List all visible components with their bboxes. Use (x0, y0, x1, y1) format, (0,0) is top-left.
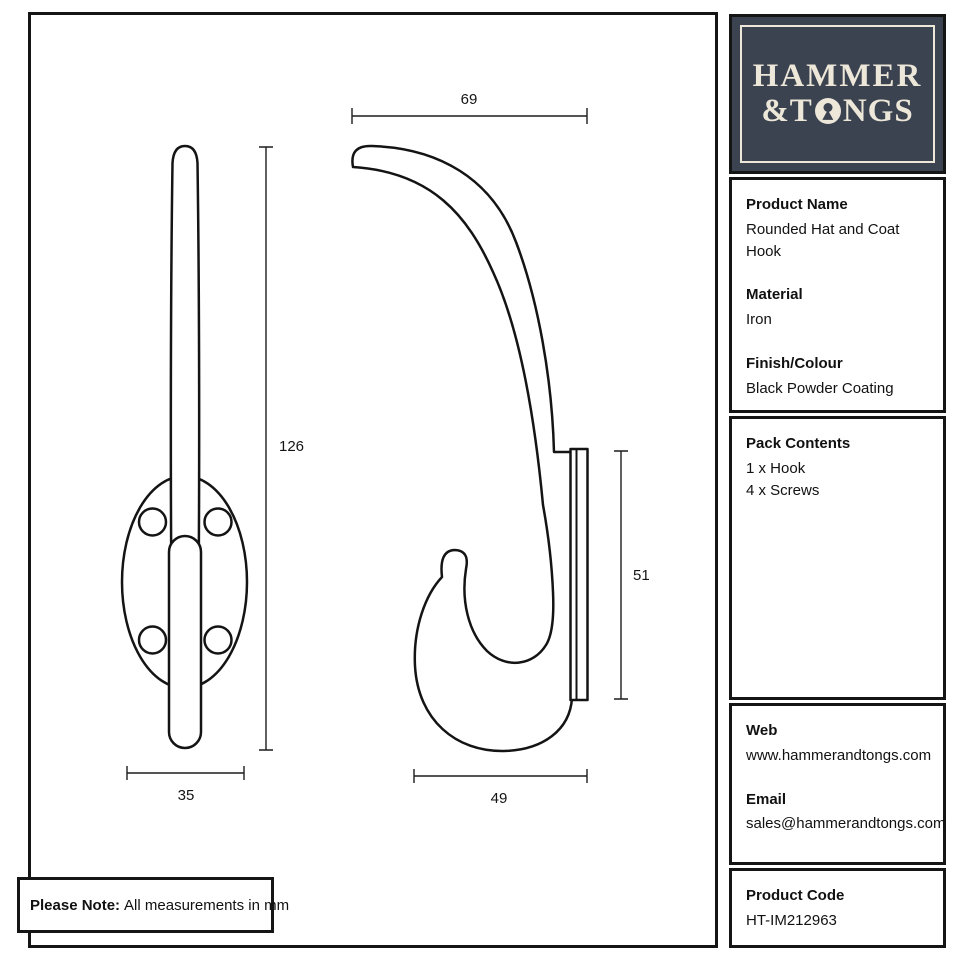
logo-inner-frame: HAMMER &T NGS (740, 25, 935, 163)
product-specs-panel: Product Name Rounded Hat and Coat Hook M… (729, 177, 946, 413)
dimension-front-height: 126 (279, 438, 304, 455)
email-value: sales@hammerandtongs.com (746, 815, 946, 833)
dimension-line-side-depth (351, 108, 588, 124)
pack-contents-panel: Pack Contents 1 x Hook 4 x Screws (729, 416, 946, 700)
front-hook-tip (167, 534, 203, 750)
contact-panel: Web www.hammerandtongs.com Email sales@h… (729, 703, 946, 865)
logo-text-tongs: &T NGS (761, 93, 913, 129)
screw-hole-bottom-left (137, 625, 168, 655)
finish-label: Finish/Colour (746, 354, 843, 372)
note-label: Please Note: (30, 896, 121, 914)
product-code-label: Product Code (746, 887, 845, 904)
side-backplate (569, 447, 589, 702)
product-name-label: Product Name (746, 196, 848, 213)
note-text: All measurements in mm (124, 896, 290, 914)
product-name-value: Rounded Hat and Coat Hook (746, 220, 900, 260)
keyhole-glyph (822, 103, 834, 120)
material-group: Material Iron (746, 284, 929, 331)
product-code-value: HT-IM212963 (746, 911, 837, 929)
logo-ngs: NGS (842, 93, 914, 130)
side-view-drawing (351, 144, 589, 753)
dimension-lines: 69 126 35 51 49 (126, 91, 650, 807)
web-group: Web www.hammerandtongs.com (746, 720, 932, 767)
pack-contents-group: Pack Contents 1 x Hook 4 x Screws (746, 433, 929, 501)
dimension-front-width: 35 (178, 787, 195, 804)
front-hook-arm (169, 144, 201, 602)
front-view-drawing (120, 144, 249, 750)
measurement-note: Please Note: All measurements in mm (17, 877, 289, 933)
email-label: Email (746, 790, 787, 808)
dimension-line-plate-height (614, 450, 628, 700)
dimension-plate-height: 51 (633, 567, 650, 584)
pack-item: 1 x Hook (746, 459, 806, 477)
side-hook-profile (351, 144, 574, 753)
product-code-group: Product Code HT-IM212963 (746, 885, 929, 932)
email-group: Email sales@hammerandtongs.com (746, 789, 946, 836)
dimension-line-front-height (259, 146, 273, 751)
logo-ampersand-t: &T (761, 93, 813, 130)
dimension-side-depth: 69 (461, 91, 478, 108)
finish-group: Finish/Colour Black Powder Coating (746, 353, 929, 400)
product-name-group: Product Name Rounded Hat and Coat Hook (746, 194, 929, 262)
material-label: Material (746, 286, 803, 304)
web-label: Web (746, 722, 778, 739)
dimension-line-hook-depth (413, 769, 588, 783)
material-value: Iron (746, 311, 772, 328)
screw-hole-bottom-right (203, 625, 233, 655)
logo-text-hammer: HAMMER (752, 57, 923, 94)
dimension-hook-depth: 49 (491, 790, 508, 807)
dimension-line-front-width (126, 766, 245, 780)
screw-hole-top-left (137, 507, 168, 537)
keyhole-icon (814, 98, 841, 125)
pack-contents-label: Pack Contents (746, 435, 851, 452)
finish-value: Black Powder Coating (746, 379, 894, 397)
screw-hole-top-right (203, 507, 233, 537)
brand-logo: HAMMER &T NGS (729, 14, 946, 174)
product-code-panel: Product Code HT-IM212963 (729, 868, 946, 948)
pack-item: 4 x Screws (746, 481, 820, 499)
web-value: www.hammerandtongs.com (746, 746, 932, 764)
